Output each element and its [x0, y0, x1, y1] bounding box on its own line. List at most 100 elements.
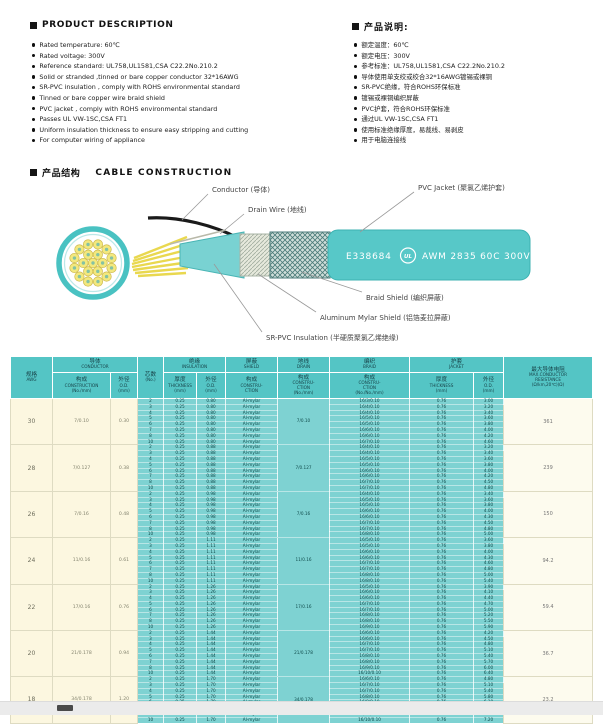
cell-braid: 16/8/0.10 — [329, 613, 410, 620]
cell-awg: 22 — [10, 583, 53, 631]
callout-pvc-jacket: PVC Jacket (聚氯乙烯护套) — [418, 183, 505, 192]
bullet-item: 额定电压：300V — [354, 51, 599, 62]
cell-cores: 7 — [137, 474, 164, 481]
cell-braid: 16/9/0.10 — [329, 665, 410, 672]
cell-conductor-od: 0.76 — [110, 583, 138, 631]
cell-insulation-od: 0.88 — [196, 474, 226, 481]
cell-jacket-od: 3.60 — [473, 416, 505, 423]
cell-shield: Al-mylar — [225, 474, 278, 481]
cell-jacket-od: 5.70 — [473, 659, 505, 666]
cell-cores: 4 — [137, 595, 164, 602]
cell-braid: 16/10/0.10 — [329, 671, 410, 678]
bullet-item: PVC jacket , comply with ROHS environmen… — [32, 104, 337, 115]
cell-cores: 4 — [137, 503, 164, 510]
cell-jacket-od: 3.60 — [473, 497, 505, 504]
cell-braid: 16/7/0.10 — [329, 642, 410, 649]
cell-shield: Al-mylar — [225, 601, 278, 608]
cell-cores: 7 — [137, 659, 164, 666]
cell-insulation-thickness: 0.25 — [163, 468, 197, 475]
jacket-print-spec: AWM 2835 60C 300V — [422, 252, 531, 262]
bullet-icon — [354, 117, 358, 121]
cell-insulation-od: 1.70 — [196, 717, 226, 724]
cell-insulation-thickness: 0.25 — [163, 444, 197, 452]
cross-section — [56, 226, 130, 300]
cell-drain: 34/0.178 — [277, 676, 330, 724]
cell-braid: 16/7/0.10 — [329, 601, 410, 608]
braid-crosshatch — [270, 232, 330, 278]
strand — [92, 276, 104, 287]
cell-insulation-od: 0.80 — [196, 398, 226, 405]
cell-braid: 16/6/0.10 — [329, 474, 410, 481]
cell-cores: 4 — [137, 642, 164, 649]
cell-jacket-thickness: 0.76 — [409, 613, 474, 620]
bullet-icon — [32, 117, 36, 121]
cell-insulation-thickness: 0.25 — [163, 572, 197, 579]
strand — [92, 249, 103, 260]
cell-braid: 16/10/0.10 — [329, 717, 410, 724]
product-description-title: PRODUCT DESCRIPTION — [42, 20, 174, 30]
cell-insulation-thickness: 0.25 — [163, 717, 197, 724]
cell-insulation-thickness: 0.25 — [163, 682, 197, 689]
cell-shield: Al-mylar — [225, 398, 278, 405]
cell-jacket-thickness: 0.76 — [409, 676, 474, 684]
cell-cores: 7 — [137, 613, 164, 620]
strand — [69, 262, 80, 274]
cell-insulation-thickness: 0.25 — [163, 560, 197, 568]
bullet-item: PVC护套，符合ROHS环保标准 — [354, 104, 599, 115]
footer-mark — [57, 705, 73, 711]
cell-insulation-thickness: 0.25 — [163, 647, 197, 655]
cell-shield: Al-mylar — [225, 694, 278, 701]
bullet-text: 额定温度：60℃ — [361, 41, 409, 49]
cell-braid: 16/4/0.10 — [329, 410, 410, 417]
cell-conductor-od: 0.38 — [110, 444, 138, 492]
cell-braid: 16/6/0.10 — [329, 555, 410, 562]
cell-jacket-thickness: 0.76 — [409, 410, 474, 417]
cell-cores: 4 — [137, 549, 164, 556]
cell-jacket-thickness: 0.76 — [409, 543, 474, 550]
cable-cutaway: E338684 UL AWM 2835 60C 300V — [131, 216, 531, 281]
cell-jacket-od: 4.00 — [473, 549, 505, 556]
callout-braid-shield: Braid Shield (编织屏蔽) — [366, 293, 444, 302]
cell-jacket-od: 5.80 — [473, 694, 505, 701]
cell-jacket-od: 4.50 — [473, 520, 505, 527]
cell-insulation-od: 0.98 — [196, 497, 226, 504]
cell-insulation-od: 1.44 — [196, 653, 226, 660]
cell-drain: 7/0.10 — [277, 397, 330, 446]
cell-jacket-od: 4.40 — [473, 595, 505, 602]
cell-jacket-thickness: 0.76 — [409, 572, 474, 579]
jacket-print-cert: E338684 — [346, 252, 392, 262]
cell-insulation-od: 0.88 — [196, 462, 226, 469]
cell-jacket-od: 5.40 — [473, 653, 505, 660]
cell-shield: Al-mylar — [225, 497, 278, 504]
cell-jacket-od: 5.40 — [473, 688, 505, 695]
cell-braid: 16/5/0.10 — [329, 421, 410, 428]
cell-insulation-thickness: 0.25 — [163, 508, 197, 515]
bullet-icon — [32, 43, 36, 47]
bullet-text: Passes UL VW-1SC,CSA FT1 — [39, 115, 128, 124]
callout-mylar-shield: Aluminum Mylar Shield (铝箔麦拉屏蔽) — [320, 313, 451, 322]
cell-braid: 16/5/0.10 — [329, 456, 410, 463]
cell-braid: 16/8/0.10 — [329, 653, 410, 660]
cell-cores: 3 — [137, 589, 164, 597]
strand — [69, 252, 80, 264]
bullet-text: 使用标准绝缘厚度，易裁线、易剥皮 — [361, 125, 464, 134]
cell-shield: Al-mylar — [225, 508, 278, 515]
cell-cores: 7 — [137, 427, 164, 434]
strand — [92, 239, 104, 250]
callout-drain-wire: Drain Wire (地线) — [248, 205, 307, 214]
strand — [83, 249, 94, 260]
cell-cores: 3 — [137, 450, 164, 457]
